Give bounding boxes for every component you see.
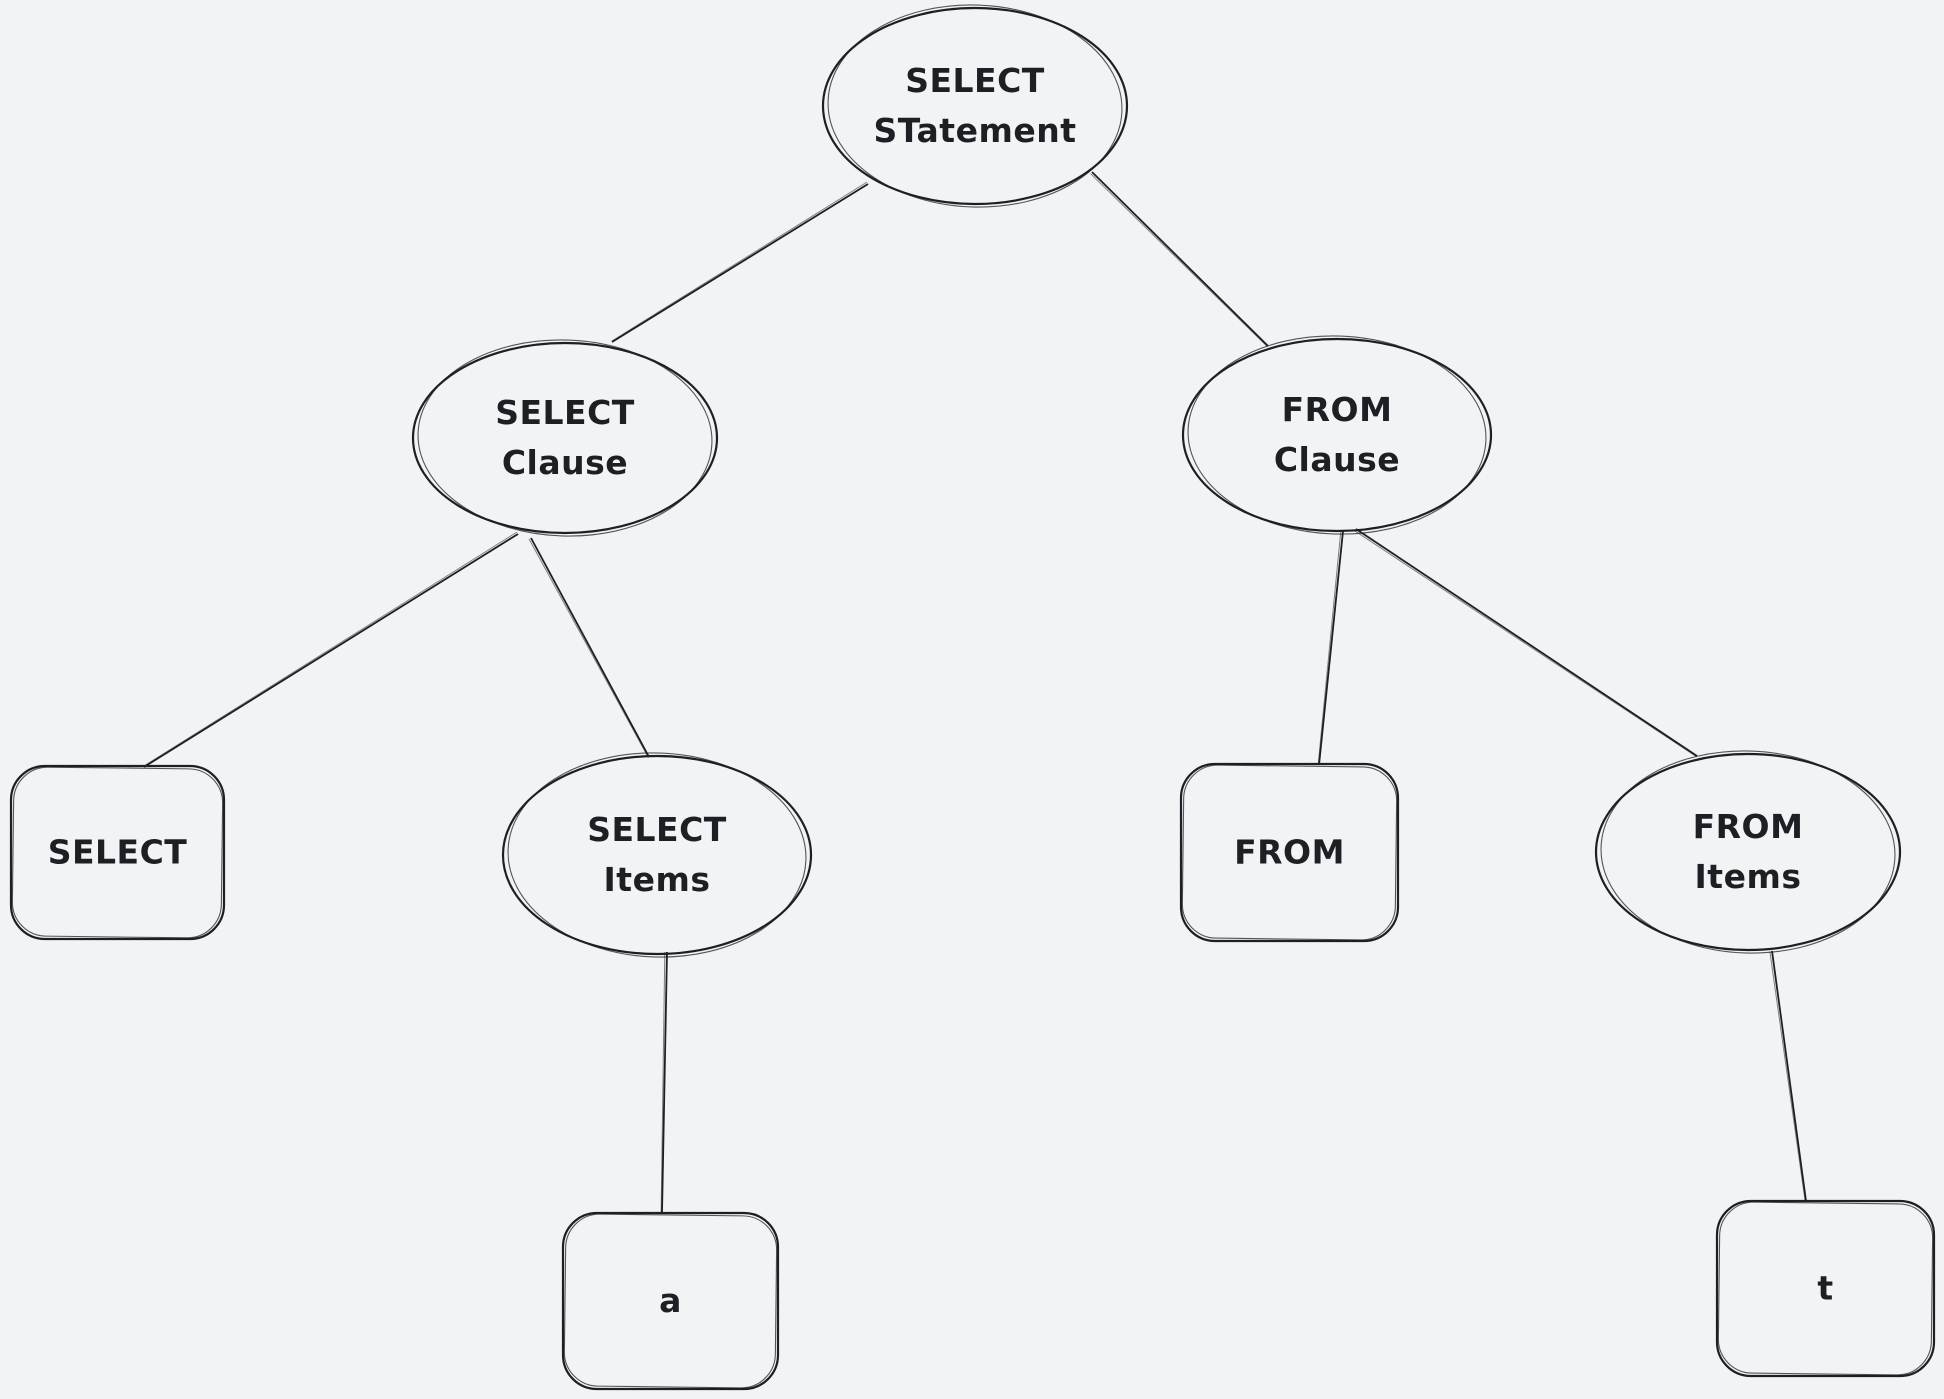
- from-items-shape[interactable]: [1594, 752, 1902, 952]
- from-clause-label-line-0: FROM: [1282, 390, 1393, 429]
- select-items-label: SELECT Items: [587, 810, 727, 899]
- from-clause-label-line-1: Clause: [1274, 440, 1400, 479]
- select-statement-shape[interactable]: [821, 6, 1129, 206]
- node-select-items[interactable]: SELECT Items: [501, 748, 813, 962]
- select-keyword-label-line-0: SELECT: [48, 833, 188, 872]
- select-clause-shape-sketch: [417, 339, 713, 537]
- edge-select-items-to-item-a: [660, 951, 668, 1214]
- from-items-label-line-0: FROM: [1693, 807, 1804, 846]
- select-clause-shape[interactable]: [411, 341, 719, 535]
- select-items-shape[interactable]: [501, 754, 813, 956]
- node-select-keyword[interactable]: SELECT: [9, 764, 226, 941]
- select-keyword-label: SELECT: [48, 833, 188, 872]
- select-statement-label: SELECT STatement: [874, 61, 1077, 150]
- node-item-a[interactable]: a: [561, 1211, 780, 1391]
- select-keyword-shape[interactable]: [9, 764, 226, 941]
- select-clause-label-line-1: Clause: [502, 443, 628, 482]
- select-items-shape-sketch: [507, 752, 807, 958]
- from-clause-label: FROM Clause: [1274, 390, 1400, 479]
- from-keyword-label-line-0: FROM: [1234, 833, 1345, 872]
- select-statement-label-line-1: STatement: [874, 111, 1077, 150]
- item-t-label-line-0: t: [1817, 1269, 1833, 1308]
- select-statement-label-line-0: SELECT: [905, 61, 1045, 100]
- node-item-t[interactable]: t: [1715, 1199, 1936, 1378]
- edge-select-statement-to-select-clause: [611, 181, 869, 343]
- from-keyword-label: FROM: [1234, 833, 1345, 872]
- from-clause-shape[interactable]: [1181, 337, 1493, 533]
- item-t-shape[interactable]: [1715, 1199, 1936, 1378]
- from-items-label-line-1: Items: [1695, 857, 1802, 896]
- edge-select-statement-to-from-clause: [1090, 171, 1269, 347]
- select-clause-label-line-0: SELECT: [495, 393, 635, 432]
- item-a-shape[interactable]: [561, 1211, 780, 1391]
- node-select-clause[interactable]: SELECT Clause: [411, 335, 719, 541]
- select-items-label-line-1: Items: [604, 860, 711, 899]
- item-a-label: a: [659, 1281, 682, 1320]
- edge-from-clause-to-from-keyword: [1317, 530, 1344, 766]
- edge-select-clause-to-select-items: [528, 537, 650, 758]
- item-a-label-line-0: a: [659, 1281, 682, 1320]
- edge-from-items-to-item-t: [1769, 950, 1807, 1202]
- node-from-items[interactable]: FROM Items: [1594, 746, 1902, 958]
- item-a-shape-sketch: [563, 1213, 778, 1389]
- select-keyword-shape-sketch: [11, 766, 224, 939]
- node-from-clause[interactable]: FROM Clause: [1181, 331, 1493, 539]
- node-select-statement[interactable]: SELECT STatement: [821, 0, 1129, 212]
- from-clause-shape-sketch: [1187, 335, 1487, 535]
- from-items-label: FROM Items: [1693, 807, 1804, 896]
- item-t-label: t: [1817, 1269, 1833, 1308]
- node-from-keyword[interactable]: FROM: [1179, 762, 1400, 943]
- select-clause-label: SELECT Clause: [495, 393, 635, 482]
- select-statement-shape-sketch: [827, 4, 1123, 208]
- from-keyword-shape[interactable]: [1179, 762, 1400, 943]
- item-t-shape-sketch: [1717, 1201, 1934, 1376]
- edge-select-clause-to-select-keyword: [143, 531, 519, 768]
- edge-from-clause-to-from-items: [1354, 528, 1698, 758]
- from-items-shape-sketch: [1600, 750, 1896, 954]
- from-keyword-shape-sketch: [1181, 764, 1398, 941]
- select-items-label-line-0: SELECT: [587, 810, 727, 849]
